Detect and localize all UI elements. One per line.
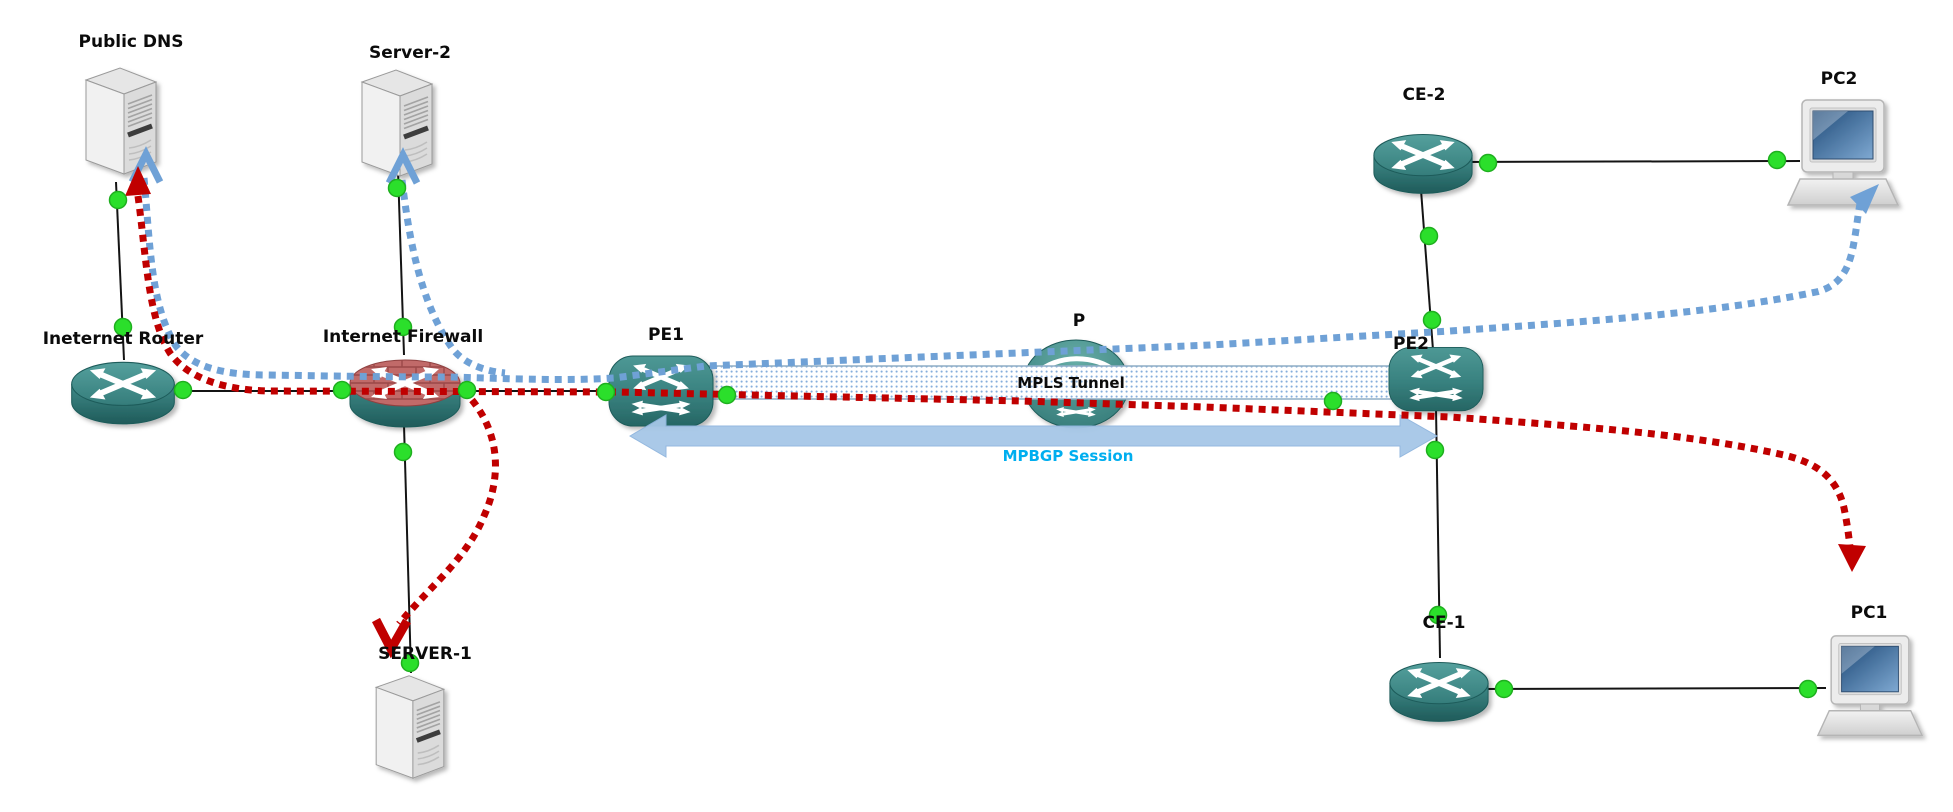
endpoint-dot [1419, 226, 1439, 246]
node-label-pe1: PE1 [648, 325, 684, 345]
endpoint-dot [1422, 310, 1442, 330]
blue-traffic-path [140, 177, 1865, 384]
node-label-pc1: PC1 [1850, 603, 1888, 623]
node-pc2[interactable] [1787, 99, 1899, 206]
endpoint-dot [1323, 391, 1343, 411]
endpoint-dot [108, 190, 128, 210]
mpbgp-session-label: MPBGP Session [1002, 447, 1134, 465]
node-ce-1[interactable] [1390, 662, 1488, 721]
endpoint-dot [596, 382, 616, 402]
red-arrowhead-server1 [372, 617, 411, 659]
red-arrowhead-pc1 [1838, 544, 1866, 572]
endpoint-dot [332, 380, 352, 400]
node-label-public-dns: Public DNS [78, 32, 184, 52]
node-ce-2[interactable] [1374, 134, 1472, 193]
node-label-pc2: PC2 [1820, 69, 1858, 89]
blue-arrowhead-server2 [385, 147, 421, 185]
red-arrowheads [125, 166, 1866, 659]
node-label-server-1: SERVER-1 [378, 644, 472, 664]
link-firewall-server1 [403, 424, 412, 674]
node-label-internet-firewall: Internet Firewall [322, 327, 484, 347]
endpoint-dot [393, 442, 413, 462]
node-label-pe2: PE2 [1393, 334, 1429, 354]
link-ce2-pc2 [1459, 160, 1801, 163]
endpoint-dot [1494, 679, 1514, 699]
red-path-main [134, 195, 1855, 559]
endpoint-dot [717, 385, 737, 405]
endpoint-dot [457, 380, 477, 400]
endpoint-dot [1478, 153, 1498, 173]
endpoint-dot [1767, 150, 1787, 170]
red-arrowhead-public-dns [125, 166, 151, 196]
node-label-internet-router: Ineternet Router [42, 329, 204, 349]
endpoint-dot [1428, 605, 1448, 625]
node-label-ce-1: CE-1 [1422, 613, 1466, 633]
red-path-server1-branch [396, 397, 499, 627]
mpls-tunnel-label: MPLS Tunnel [1017, 374, 1125, 392]
blue-arrowhead-pc2 [1850, 184, 1879, 214]
endpoint-dot [173, 380, 193, 400]
endpoint-dot [1425, 440, 1445, 460]
link-endpoint-dots [108, 150, 1818, 699]
node-internet-router[interactable] [72, 362, 175, 424]
blue-path-main [140, 177, 1865, 384]
node-label-p: P [1072, 311, 1086, 331]
node-label-server-2: Server-2 [368, 43, 452, 63]
blue-path-server2-branch [398, 179, 506, 377]
red-traffic-path [134, 195, 1855, 627]
mpbgp-session-arrow [629, 414, 1439, 458]
node-server-1[interactable] [376, 676, 444, 778]
endpoint-dot [1798, 679, 1818, 699]
device-icons [72, 68, 1923, 778]
node-label-ce-2: CE-2 [1402, 85, 1446, 105]
link-ce1-pc1 [1469, 687, 1827, 690]
node-pe2[interactable] [1389, 347, 1483, 410]
endpoint-dot [113, 317, 133, 337]
physical-links [115, 160, 1827, 690]
node-pc1[interactable] [1817, 635, 1923, 737]
endpoint-dot [393, 317, 413, 337]
endpoint-dot [400, 653, 420, 673]
endpoint-dot [387, 178, 407, 198]
